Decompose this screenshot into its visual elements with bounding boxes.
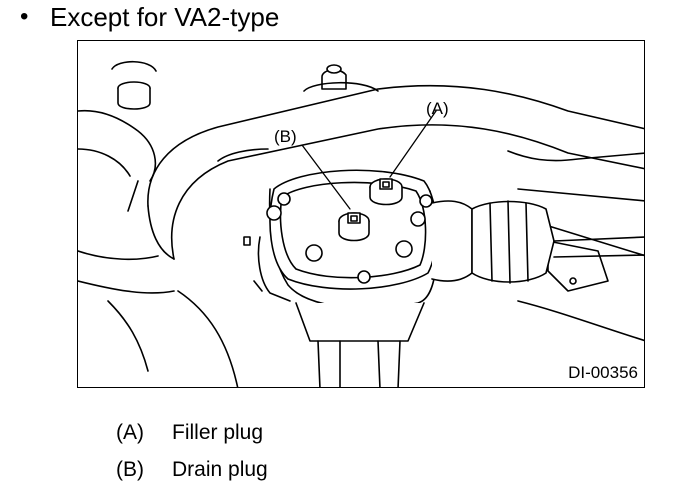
heading-text: Except for VA2-type xyxy=(50,2,280,32)
differential-illustration xyxy=(78,60,644,387)
legend-text: Drain plug xyxy=(172,458,268,481)
legend-text: Filler plug xyxy=(172,421,264,444)
legend-item-filler: (A) Filler plug xyxy=(116,414,268,451)
legend-item-drain: (B) Drain plug xyxy=(116,451,268,488)
section-heading: • Except for VA2-type xyxy=(20,0,279,34)
bullet-icon: • xyxy=(20,3,29,30)
drain-plug-icon xyxy=(338,212,370,242)
callout-a-label: (A) xyxy=(426,99,449,118)
filler-plug-icon xyxy=(369,178,403,206)
legend-mark: (B) xyxy=(116,458,144,481)
callout-b-label: (B) xyxy=(274,127,297,146)
diagram-figure: (A) (B) DI-00356 xyxy=(77,40,645,388)
legend: (A) Filler plug (B) Drain plug xyxy=(116,414,268,488)
figure-id: DI-00356 xyxy=(568,363,638,382)
legend-mark: (A) xyxy=(116,421,144,444)
